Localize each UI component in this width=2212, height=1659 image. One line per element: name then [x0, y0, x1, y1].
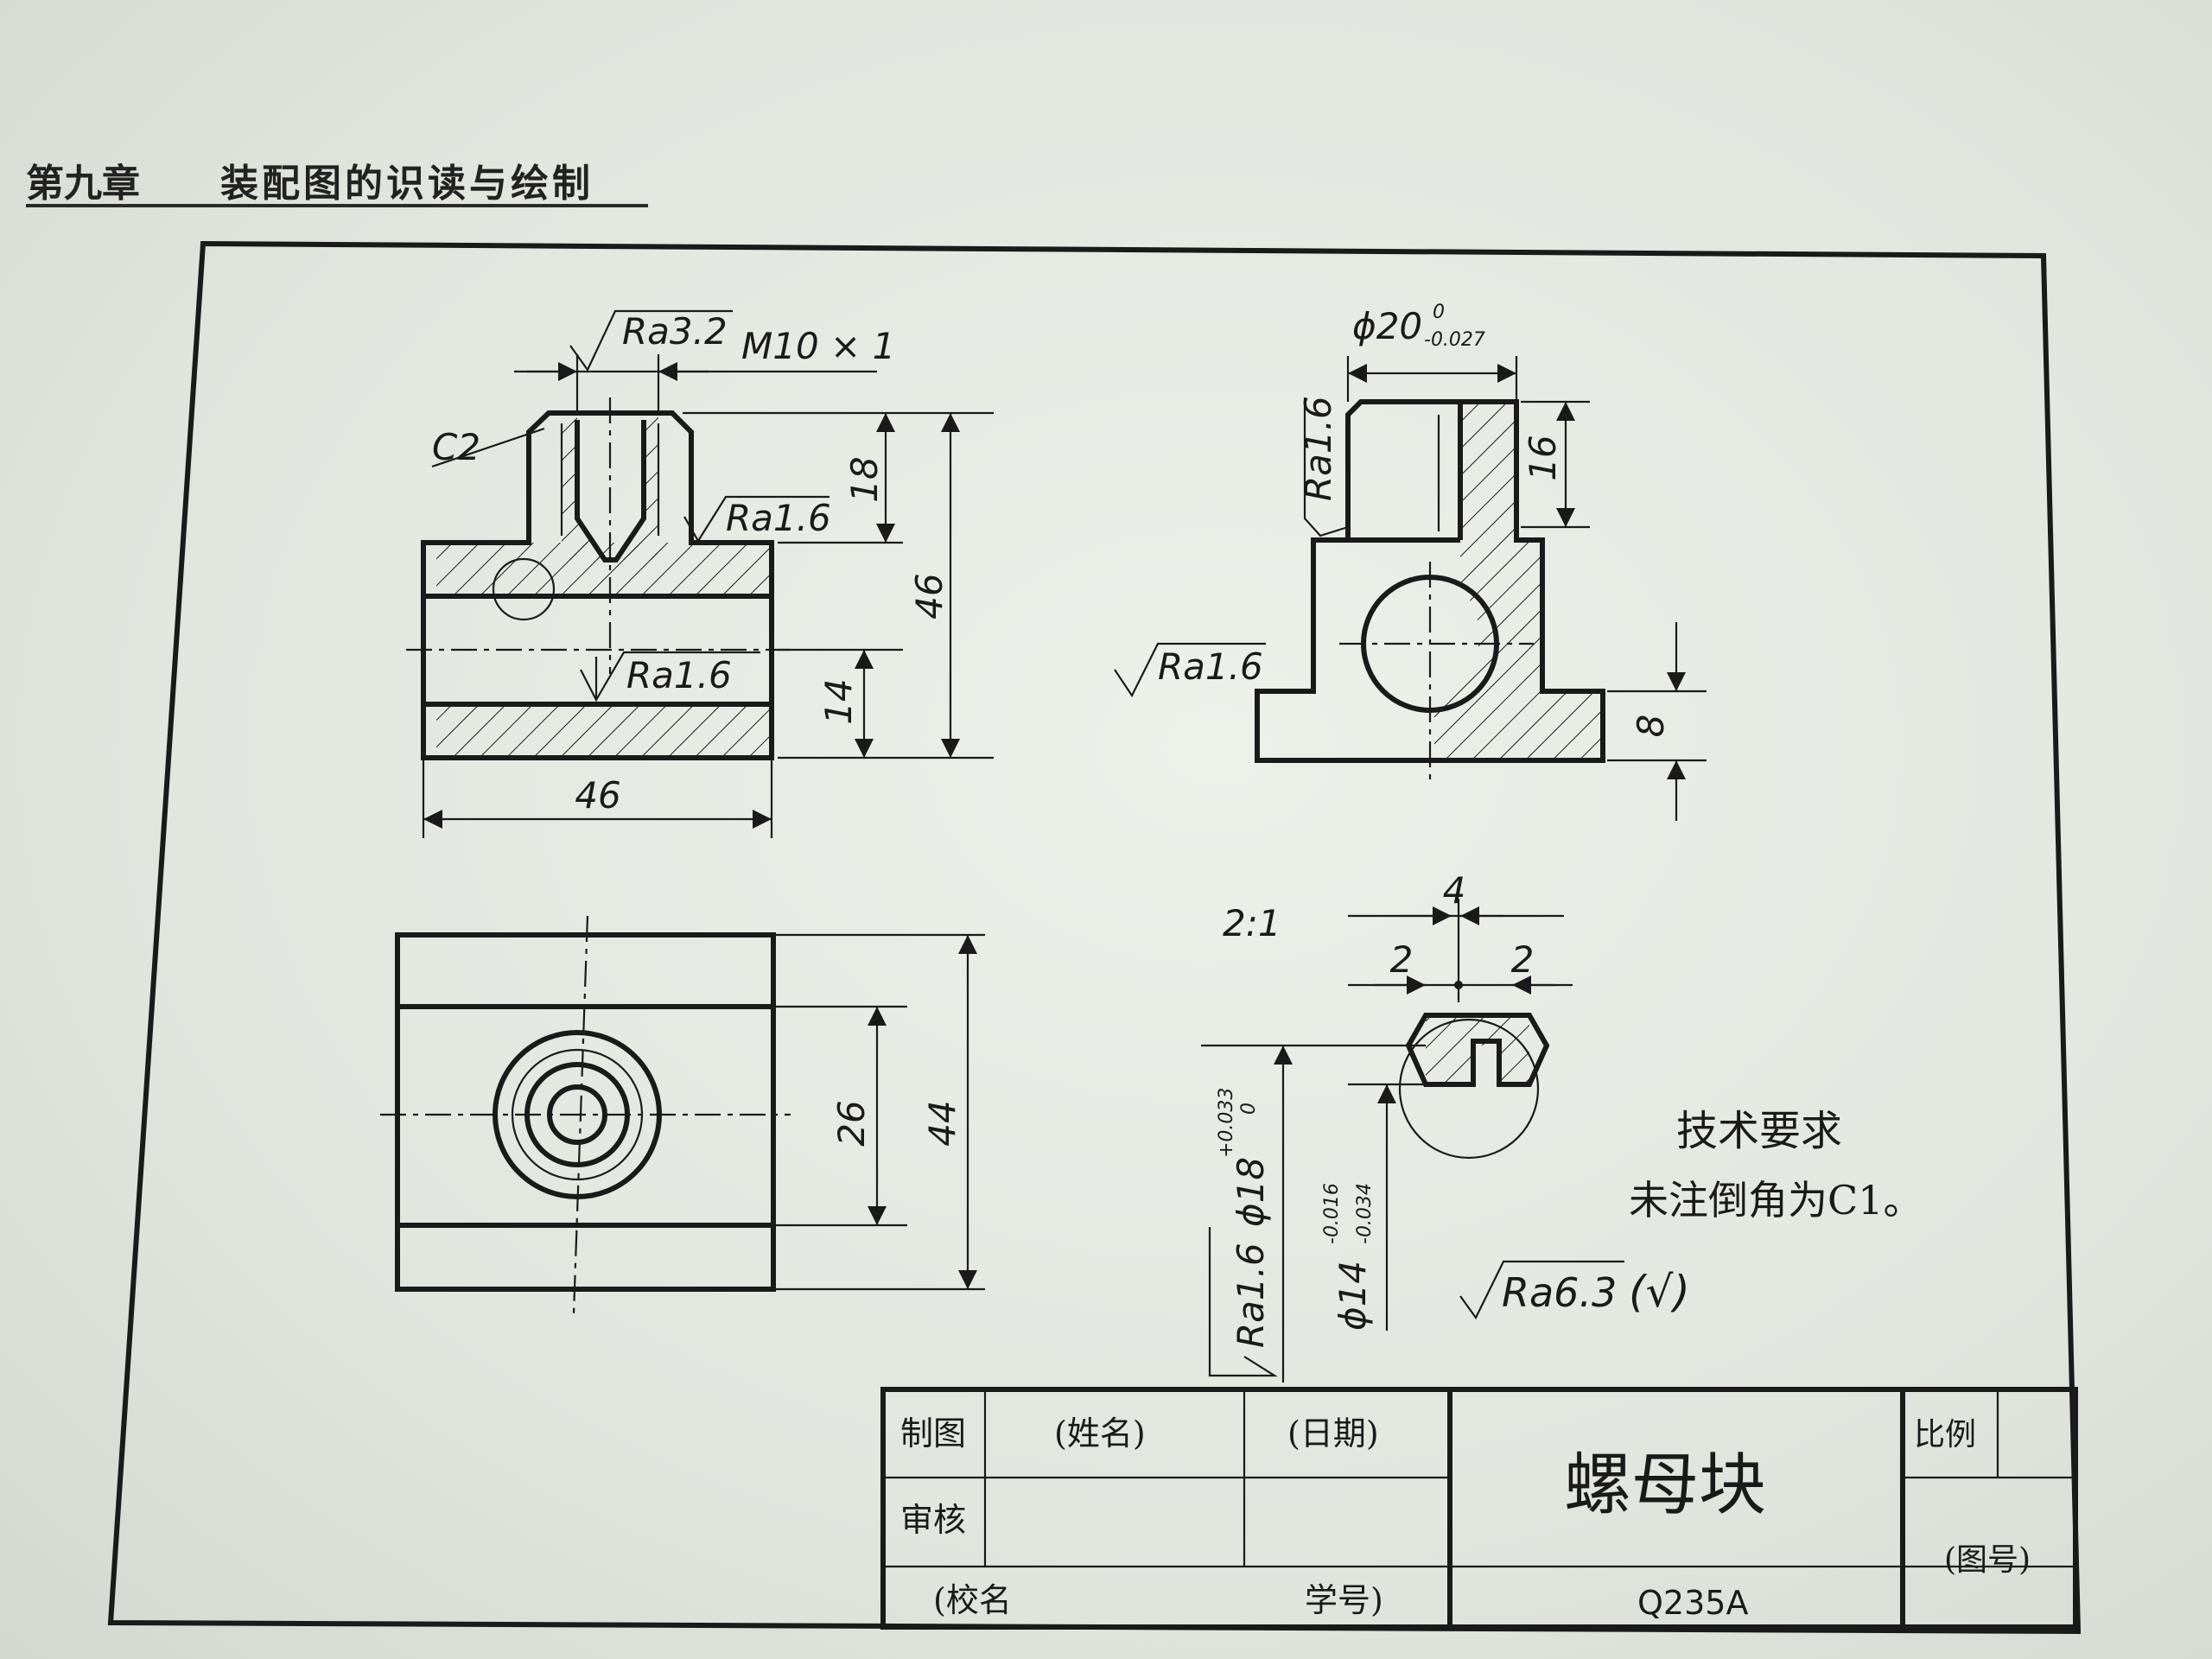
front-hatch-boss-left [562, 413, 605, 560]
side-hatch [1434, 402, 1603, 760]
front-threaded-hole [575, 420, 646, 563]
roughness-symbol-bore [580, 651, 760, 702]
chapter-header: 第九章 装配图的识读与绘制 [26, 152, 648, 207]
roughness-symbol-side [1303, 397, 1349, 537]
front-view: M10 × 1 Ra3.2 C2 Ra1.6 Ra1.6 18 46 14 46 [406, 309, 994, 838]
front-detail-circle [492, 557, 556, 621]
detail-profile [1405, 1013, 1550, 1087]
phi14-tol-upper: -0.016 [1321, 1183, 1343, 1244]
title-block: 制图 (姓名) (日期) 审核 螺母块 比例 (图号) (校名 学号) Q235… [880, 1387, 2078, 1630]
phi20-tol-lower: -0.027 [1424, 329, 1485, 351]
tb-check-label: 审核 [900, 1501, 966, 1539]
roughness-general-suffix: (√) [1629, 1267, 1690, 1317]
tb-drawn-label: 制图 [900, 1414, 966, 1452]
front-hatch-top [436, 543, 772, 596]
detail-view: 2:1 4 2 2 ϕ18 +0.033 0 Ra1.6 ϕ14 -0.016 … [1201, 869, 1573, 1382]
tb-name: (姓名) [1054, 1414, 1146, 1452]
dim2-right-label: 2 [1511, 938, 1535, 981]
dim2-left-label: 2 [1390, 938, 1414, 981]
top-vertical-centerline [572, 915, 589, 1314]
top-outline [395, 932, 776, 1292]
tb-material: Q235A [1637, 1584, 1748, 1622]
dim8-label: 8 [1630, 715, 1672, 738]
top-view: 26 44 [380, 915, 985, 1314]
dim-label-46-height: 46 [908, 573, 950, 619]
dim-label-18: 18 [843, 456, 886, 502]
front-outline [421, 410, 774, 760]
dim16-label: 16 [1522, 435, 1564, 480]
roughness-left-label: Ra1.6 [1158, 645, 1263, 688]
roughness-symbol-top [569, 309, 733, 372]
phi14-label: ϕ14 [1332, 1261, 1374, 1331]
phi20-label: ϕ20 [1352, 305, 1422, 347]
dim4-label: 4 [1443, 869, 1466, 912]
dim-label-46-width: 46 [575, 774, 620, 817]
roughness-symbol-phi18 [1208, 1227, 1278, 1377]
drawing-frame [107, 240, 2082, 1635]
phi20-tol-upper: 0 [1433, 302, 1445, 323]
phi18-label: ϕ18 [1230, 1157, 1272, 1227]
chamfer-leader [431, 427, 545, 468]
side-outline [1255, 399, 1605, 763]
thread-callout: M10 × 1 [741, 325, 895, 367]
chamfer-label: C2 [432, 426, 480, 468]
detail-scale-label: 2:1 [1223, 902, 1281, 944]
technical-requirements: 技术要求 未注倒角为C1。 Ra6.3 (√) [1459, 1107, 1923, 1320]
tb-school: (校名 [933, 1581, 1012, 1619]
tb-drawing-no: (图号) [1944, 1542, 2031, 1578]
detail-hatch [1426, 1013, 1529, 1084]
roughness-symbol-general [1459, 1260, 1624, 1320]
roughness-general-label: Ra6.3 [1502, 1269, 1617, 1316]
phi18-tol-upper: +0.033 [1216, 1088, 1237, 1158]
dim26-label: 26 [830, 1100, 873, 1146]
tb-date: (日期) [1287, 1414, 1379, 1452]
tech-req-title: 技术要求 [1676, 1107, 1842, 1155]
roughness-top-label: Ra3.2 [622, 310, 728, 353]
tech-req-line1: 未注倒角为C1。 [1629, 1177, 1923, 1224]
chapter-title: 装配图的识读与绘制 [220, 162, 594, 206]
roughness-symbol-inner [683, 495, 830, 543]
tb-part-name: 螺母块 [1564, 1446, 1766, 1524]
front-hatch-boss-right [616, 413, 658, 560]
phi18-tol-lower: 0 [1238, 1103, 1260, 1115]
roughness-bore-label: Ra1.6 [626, 654, 732, 696]
roughness-symbol-left [1114, 642, 1266, 698]
phi14-tol-lower: -0.034 [1354, 1183, 1376, 1244]
tb-scale-label: 比例 [1914, 1417, 1976, 1452]
chapter-number: 第九章 [26, 162, 140, 206]
title-block-frame [880, 1387, 2078, 1630]
dim44-label: 44 [921, 1100, 963, 1146]
tb-student-no: 学号) [1305, 1581, 1383, 1619]
side-view: ϕ20 0 -0.027 Ra1.6 Ra1.6 16 8 [1114, 302, 1707, 821]
roughness-phi18-label: Ra1.6 [1230, 1243, 1272, 1348]
front-hatch-bottom [436, 704, 772, 758]
roughness-side-label: Ra1.6 [1297, 396, 1339, 501]
dim-label-14: 14 [817, 678, 860, 724]
roughness-inner-label: Ra1.6 [726, 497, 831, 539]
